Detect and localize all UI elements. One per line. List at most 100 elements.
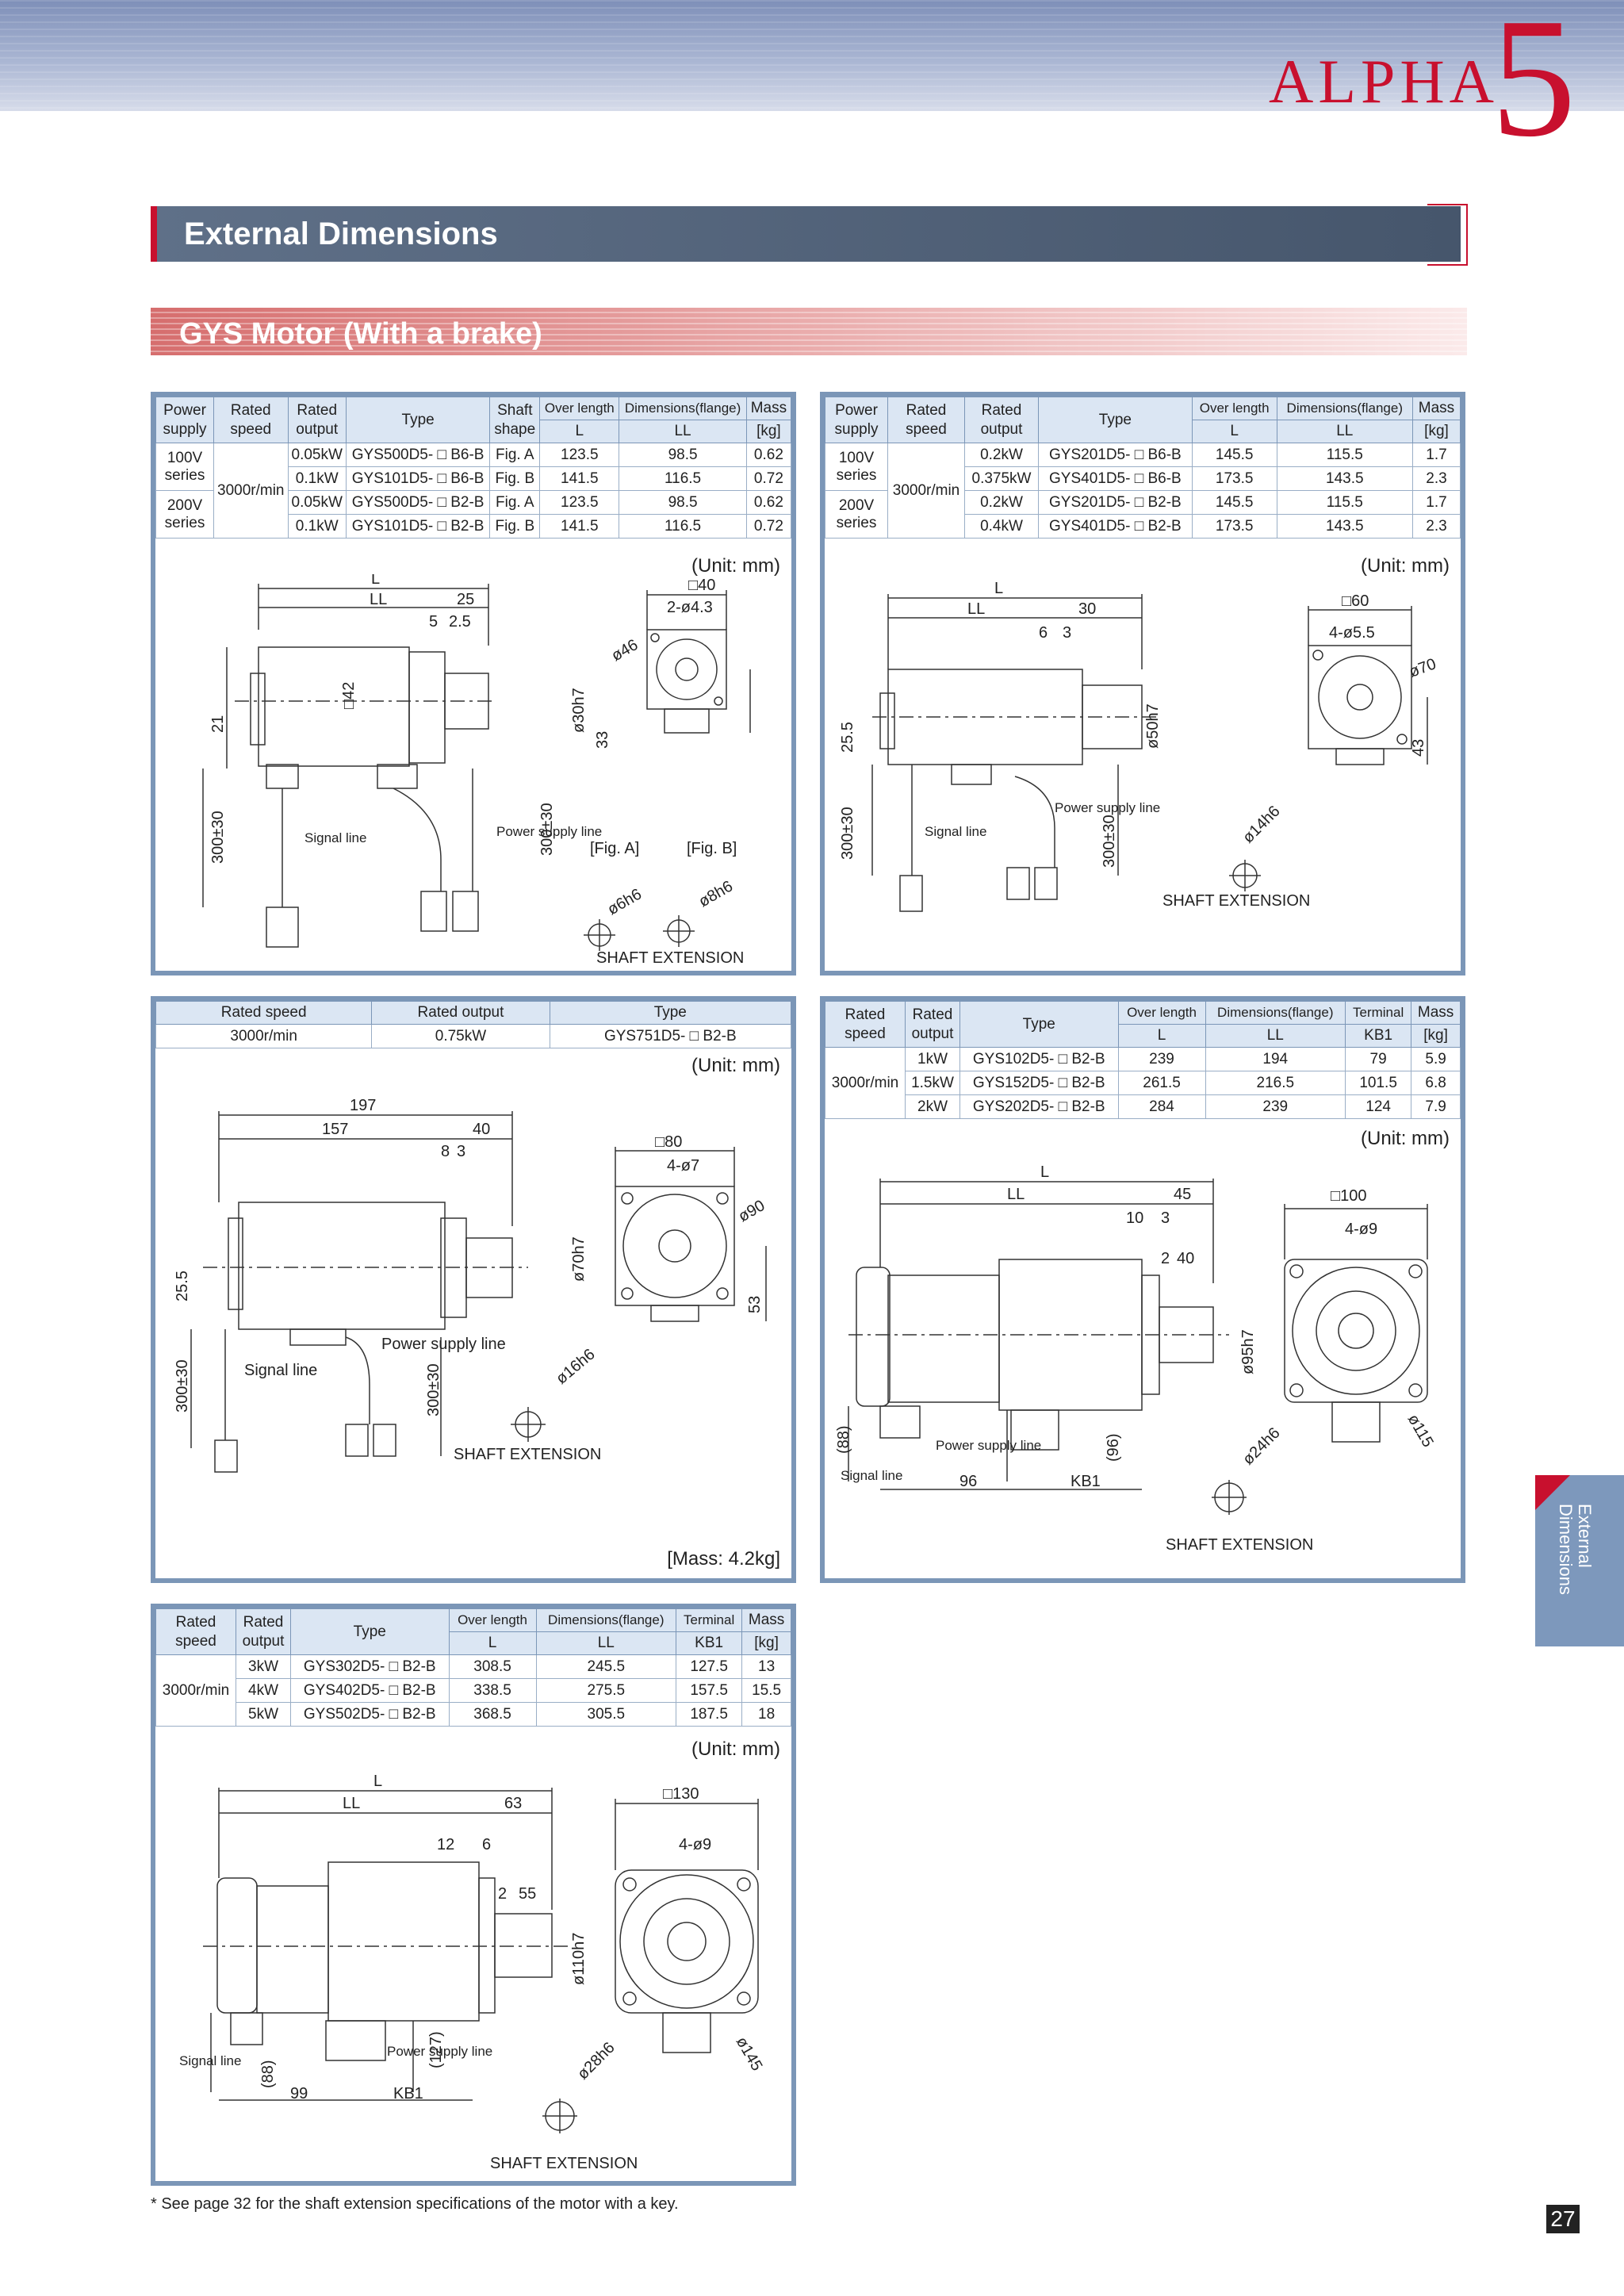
panel-gys-50w-100w: Power supply Rated speed Rated output Ty…	[151, 392, 796, 976]
dim-55: 55	[519, 1885, 536, 1903]
brand-logo-numeral: 5	[1491, 0, 1576, 172]
dim-cable: 300±30	[174, 1359, 191, 1412]
dim-8: 8	[441, 1143, 450, 1160]
header-band	[0, 0, 1624, 111]
dim-LL: LL	[343, 1795, 360, 1812]
table-row: 0.375kW GYS401D5- □ B6-B 173.5 143.5 2.3	[825, 466, 1461, 491]
dim-L: L	[373, 1773, 382, 1790]
cell-LL: 216.5	[1205, 1071, 1346, 1095]
dim-5: 5	[429, 613, 438, 631]
th-type: Type	[549, 1001, 792, 1025]
th-terminal: Terminal	[676, 1608, 743, 1632]
cell-LL: 143.5	[1276, 466, 1413, 491]
cell-output: 5kW	[236, 1702, 291, 1727]
dim-96p: (96)	[1105, 1433, 1122, 1462]
th-L: L	[1117, 1024, 1206, 1048]
th-type: Type	[345, 397, 491, 443]
th-mass: Mass	[1411, 397, 1461, 420]
dim-cable-power: 300±30	[538, 803, 556, 856]
cell-speed: 3000r/min	[155, 1654, 236, 1727]
cell-LL: 143.5	[1276, 514, 1413, 539]
cell-type: GYS500D5- □ B2-B	[345, 490, 491, 515]
cell-type: GYS202D5- □ B2-B	[959, 1094, 1119, 1119]
dim-d115: ø115	[1404, 1412, 1437, 1451]
cell-L: 145.5	[1191, 443, 1277, 467]
cell-KB1: 124	[1345, 1094, 1412, 1119]
dim-shaft: ø24h6	[1239, 1424, 1284, 1469]
label-signal-line: Signal line	[244, 1362, 317, 1379]
th-type: Type	[290, 1608, 450, 1655]
label-shaft-extension: SHAFT EXTENSION	[490, 2155, 638, 2172]
th-over-length: Over length	[539, 397, 620, 420]
th-kg: [kg]	[1411, 420, 1461, 443]
cell-type: GYS401D5- □ B6-B	[1038, 466, 1193, 491]
label-shaft-extension: SHAFT EXTENSION	[454, 1446, 601, 1463]
dim-L: L	[371, 574, 380, 588]
table-row: 0.1kW GYS101D5- □ B2-B Fig. B 141.5 116.…	[156, 514, 792, 539]
dim-157: 157	[322, 1121, 348, 1138]
th-rated-output: Rated output	[964, 397, 1039, 443]
th-dims-flange: Dimensions(flange)	[1276, 397, 1413, 420]
dim-197: 197	[350, 1097, 376, 1114]
panel-gys-200w-400w: Power supply Rated speed Rated output Ty…	[820, 392, 1465, 976]
th-over-length: Over length	[1191, 397, 1277, 420]
dim-12: 12	[437, 1836, 454, 1853]
cell-LL: 98.5	[619, 490, 747, 515]
table-row: 4kW GYS402D5- □ B2-B 338.5 275.5 157.5 1…	[156, 1678, 791, 1703]
cell-L: 123.5	[539, 490, 620, 515]
label-signal-line: Signal line	[304, 830, 366, 845]
dim-shaft-a: ø6h6	[605, 885, 645, 918]
unit-label: (Unit: mm)	[1361, 1128, 1450, 1149]
cell-L: 239	[1117, 1047, 1206, 1071]
cell-output: 0.4kW	[964, 514, 1039, 539]
table-row: 2kW GYS202D5- □ B2-B 284 239 124 7.9	[825, 1094, 1461, 1119]
cell-output: 2kW	[905, 1094, 960, 1119]
cell-mass: 15.5	[741, 1678, 791, 1703]
dim-d30h7: ø30h7	[570, 688, 588, 733]
th-dims-flange: Dimensions(flange)	[619, 397, 747, 420]
side-tab-external-dimensions[interactable]: External Dimensions	[1535, 1475, 1624, 1646]
label-fig-a: [Fig. A]	[590, 840, 639, 857]
dim-d95h7: ø95h7	[1239, 1329, 1257, 1374]
cell-output: 1.5kW	[905, 1071, 960, 1095]
cell-type: GYS401D5- □ B2-B	[1038, 514, 1193, 539]
cell-LL: 98.5	[619, 443, 747, 467]
label-signal-line: Signal line	[841, 1468, 902, 1483]
th-rated-speed: Rated speed	[825, 1001, 906, 1048]
table-row: 3000r/min 3kW GYS302D5- □ B2-B 308.5 245…	[155, 1654, 791, 1727]
th-rated-output: Rated output	[905, 1001, 960, 1048]
dim-25-5: 25.5	[174, 1271, 191, 1301]
cell-speed: 3000r/min	[155, 1024, 373, 1048]
cell-supply-200: 200V series	[825, 490, 888, 539]
spec-table: Power supply Rated speed Rated output Ty…	[825, 397, 1461, 539]
cell-L: 368.5	[448, 1702, 537, 1727]
cell-mass: 1.7	[1411, 443, 1461, 467]
label-power-line: Power supply line	[387, 2044, 492, 2059]
dim-KB1: KB1	[1071, 1473, 1101, 1490]
spec-table: Rated speed Rated output Type Over lengt…	[825, 1001, 1461, 1119]
dim-88: (88)	[835, 1425, 852, 1454]
dim-sq130: □130	[663, 1785, 699, 1803]
cell-output: 0.1kW	[287, 466, 347, 491]
table-row: 200V series 0.2kW GYS201D5- □ B2-B 145.5…	[825, 490, 1461, 539]
cell-output: 0.05kW	[287, 443, 347, 467]
table-row: 100V series 3000r/min 0.2kW GYS201D5- □ …	[825, 443, 1461, 539]
dim-cable: 300±30	[209, 811, 227, 864]
cell-output: 0.2kW	[964, 490, 1039, 515]
th-rated-speed: Rated speed	[887, 397, 965, 443]
cell-mass: 0.62	[745, 443, 792, 467]
cell-speed: 3000r/min	[213, 443, 289, 539]
th-mass: Mass	[1411, 1001, 1461, 1025]
dim-3: 3	[1063, 624, 1071, 642]
dim-88: (88)	[259, 2060, 277, 2088]
cell-type: GYS201D5- □ B6-B	[1038, 443, 1193, 467]
th-KB1: KB1	[676, 1631, 743, 1655]
cell-LL: 115.5	[1276, 443, 1413, 467]
cell-type: GYS101D5- □ B6-B	[345, 466, 491, 491]
cell-type: GYS500D5- □ B6-B	[345, 443, 491, 467]
cell-LL: 245.5	[535, 1654, 677, 1679]
dim-holes: 4-ø9	[1345, 1221, 1377, 1238]
cell-supply-200: 200V series	[155, 490, 214, 539]
dim-40: 40	[473, 1121, 490, 1138]
cell-mass: 0.72	[745, 466, 792, 491]
